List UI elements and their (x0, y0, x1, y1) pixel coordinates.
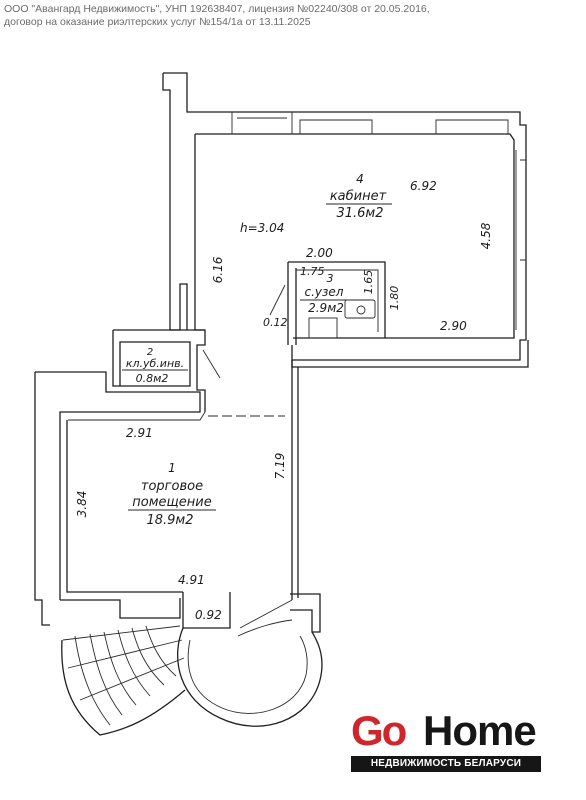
shop-area: 18.9м2 (146, 513, 193, 528)
office-name: кабинет (330, 189, 387, 204)
dim-office-depth: 4.58 (479, 222, 493, 249)
dim-shop-right: 7.19 (273, 453, 287, 480)
dim-wc-gap: 0.12 (263, 316, 288, 329)
ceiling-height: h=3.04 (240, 221, 284, 235)
entrance-stairs (61, 625, 323, 736)
storage-number: 2 (147, 347, 153, 358)
dim-office-width: 6.92 (410, 179, 437, 193)
shop-name-line-2: помещение (132, 495, 211, 510)
storage-room (112, 329, 221, 412)
wc-area: 2.9м2 (308, 301, 344, 315)
wc-room (269, 261, 386, 345)
gohome-logo: Go Home НЕДВИЖИМОСТЬ БЕЛАРУСИ (349, 707, 543, 773)
logo-tagline: НЕДВИЖИМОСТЬ БЕЛАРУСИ (351, 756, 541, 772)
storage-area: 0.8м2 (136, 372, 169, 385)
office-number: 4 (356, 172, 364, 186)
lower-wing-walls (34, 360, 321, 637)
toilet-icon (308, 317, 338, 339)
storage-name: кл.уб.инв. (126, 357, 184, 370)
wc-number: 3 (327, 272, 334, 285)
dim-wc-top: 2.00 (306, 246, 333, 260)
dimension-labels: 6.92 4.58 6.16 2.00 1.75 1.65 1.80 2.90 … (75, 179, 493, 622)
dim-shop-top: 2.91 (126, 426, 153, 440)
listing-header: ООО "Авангард Недвижимость", УНП 1926384… (4, 3, 582, 29)
dim-left-side: 6.16 (211, 256, 225, 283)
upper-wing-walls (162, 72, 529, 368)
office-area: 31.6м2 (336, 206, 383, 221)
header-line-1: ООО "Авангард Недвижимость", УНП 1926384… (4, 3, 430, 15)
dim-door-width: 0.92 (195, 608, 222, 622)
dim-wc-height: 1.80 (388, 286, 401, 311)
logo-go-text: Go (351, 707, 407, 754)
dim-shop-left: 3.84 (75, 491, 89, 518)
room-labels: 4 кабинет 31.6м2 3 с.узел 2.9м2 2 кл.уб.… (122, 172, 392, 528)
logo-home-text: Home (423, 707, 537, 754)
dim-shop-bottom: 4.91 (178, 573, 205, 587)
dim-wc-right: 1.65 (362, 270, 375, 295)
dim-wc-inner: 1.75 (300, 265, 325, 278)
dim-office-bottom: 2.90 (440, 319, 467, 333)
header-line-2: договор на оказание риэлтерских услуг №1… (4, 16, 311, 28)
shop-number: 1 (168, 461, 176, 475)
shop-name-line-1: торговое (141, 479, 203, 494)
wc-name: с.узел (305, 285, 344, 299)
sink-icon (344, 299, 376, 319)
